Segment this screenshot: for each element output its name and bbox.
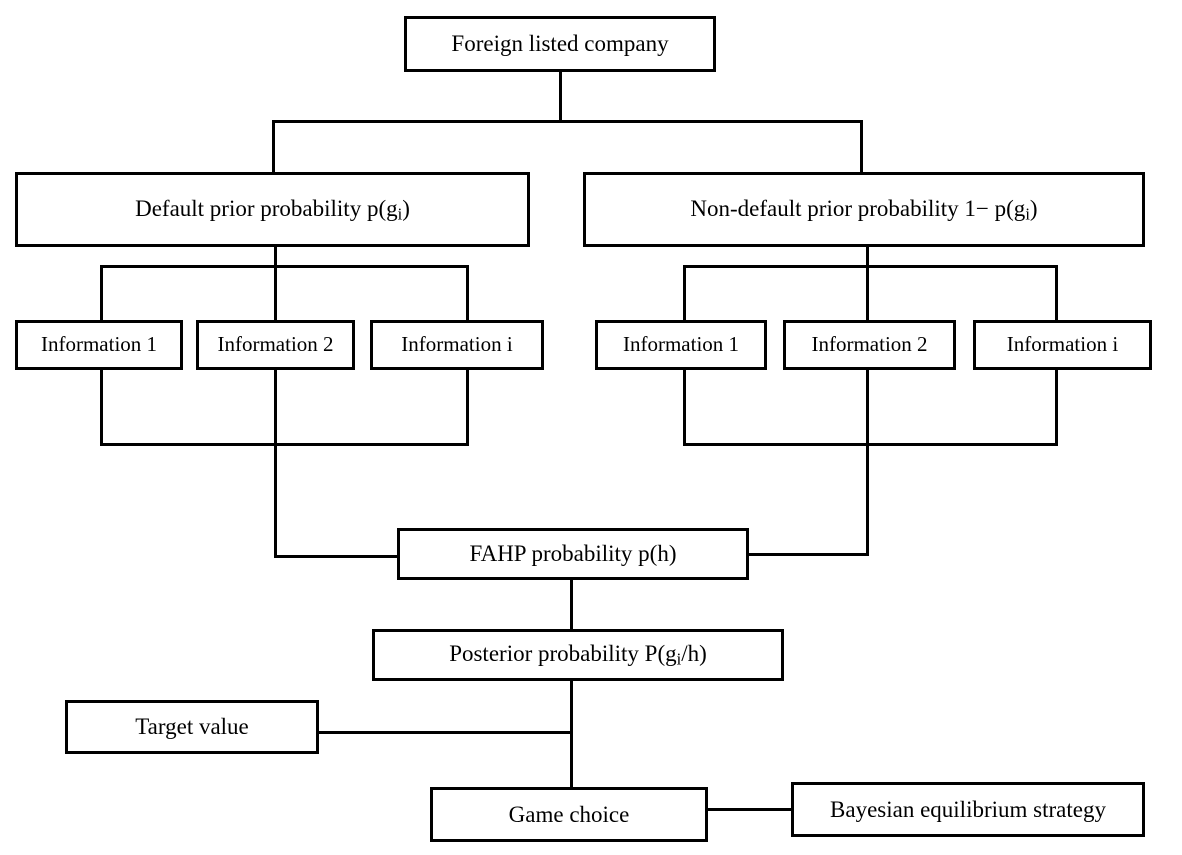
node-target-value-label: Target value xyxy=(135,714,249,740)
connector-nondefault-stem xyxy=(866,245,869,267)
connector-left-info2-down xyxy=(274,369,277,446)
connector-left-merge-bus xyxy=(100,443,469,446)
node-right-information-2[interactable]: Information 2 xyxy=(783,320,956,370)
connector-top-bus xyxy=(272,120,863,123)
node-fahp-probability-label: FAHP probability p(h) xyxy=(469,541,677,567)
node-left-information-i-label: Information i xyxy=(401,332,513,357)
connector-left-bus-to-info1 xyxy=(100,265,103,322)
node-bayesian-equilibrium-strategy-label: Bayesian equilibrium strategy xyxy=(830,796,1106,822)
posterior-subscript: i xyxy=(676,649,682,669)
node-fahp-probability[interactable]: FAHP probability p(h) xyxy=(397,528,749,580)
posterior-text-suffix: /h) xyxy=(681,641,707,667)
connector-bus-to-default xyxy=(272,120,275,175)
connector-fahp-to-posterior xyxy=(570,579,573,631)
node-foreign-listed-company-label: Foreign listed company xyxy=(451,31,669,57)
node-posterior-probability[interactable]: Posterior probability P(gi/h) xyxy=(372,629,784,681)
node-posterior-probability-label: Posterior probability P(gi/h) xyxy=(449,641,707,669)
node-target-value[interactable]: Target value xyxy=(65,700,319,754)
nondefault-prior-subscript: i xyxy=(1025,204,1030,224)
nondefault-prior-text-prefix: Non-default prior probability 1− p(g xyxy=(690,195,1026,221)
connector-target-to-trunk xyxy=(317,731,573,734)
node-right-information-i[interactable]: Information i xyxy=(973,320,1152,370)
connector-posterior-to-game xyxy=(570,679,573,789)
connector-left-bus-to-info3 xyxy=(466,265,469,322)
connector-game-to-bayes xyxy=(705,808,795,811)
node-left-information-2-label: Information 2 xyxy=(217,332,334,357)
node-right-information-1-label: Information 1 xyxy=(622,332,740,357)
node-right-information-1[interactable]: Information 1 xyxy=(595,320,767,370)
default-prior-text-prefix: Default prior probability p(g xyxy=(135,195,398,221)
connector-left-info1-down xyxy=(100,369,103,446)
node-foreign-listed-company[interactable]: Foreign listed company xyxy=(404,16,716,72)
node-left-information-1-label: Information 1 xyxy=(40,332,158,357)
connector-right-bus-to-info3 xyxy=(1055,265,1058,322)
node-nondefault-prior-probability-label: Non-default prior probability 1− p(gi) xyxy=(690,196,1037,224)
connector-right-merge-bus xyxy=(683,443,1058,446)
node-left-information-2[interactable]: Information 2 xyxy=(196,320,355,370)
connector-right-info1-down xyxy=(683,369,686,446)
connector-left-info3-down xyxy=(466,369,469,446)
node-game-choice[interactable]: Game choice xyxy=(430,787,708,842)
connector-bus-to-nondefault xyxy=(860,120,863,175)
default-prior-subscript: i xyxy=(397,204,403,224)
node-left-information-i[interactable]: Information i xyxy=(370,320,544,370)
connector-right-trunk-to-fahp xyxy=(747,553,869,556)
node-default-prior-probability[interactable]: Default prior probability p(gi) xyxy=(15,172,530,247)
connector-left-trunk-to-fahp xyxy=(274,555,400,558)
connector-right-info-bus xyxy=(683,265,1058,268)
connector-right-info2-down xyxy=(866,369,869,446)
nondefault-prior-text-suffix: ) xyxy=(1029,195,1038,221)
connector-left-info-bus xyxy=(100,265,469,268)
node-nondefault-prior-probability[interactable]: Non-default prior probability 1− p(gi) xyxy=(583,172,1145,247)
connector-right-bus-to-info1 xyxy=(683,265,686,322)
connector-default-stem xyxy=(274,245,277,267)
connector-right-bus-to-info2 xyxy=(866,265,869,322)
node-default-prior-probability-label: Default prior probability p(gi) xyxy=(135,196,410,224)
node-left-information-1[interactable]: Information 1 xyxy=(15,320,183,370)
connector-left-bus-to-info2 xyxy=(274,265,277,322)
connector-root-stem xyxy=(559,72,562,122)
connector-right-trunk xyxy=(866,443,869,556)
node-right-information-2-label: Information 2 xyxy=(811,332,928,357)
connector-right-info3-down xyxy=(1055,369,1058,446)
node-game-choice-label: Game choice xyxy=(508,801,630,827)
node-bayesian-equilibrium-strategy[interactable]: Bayesian equilibrium strategy xyxy=(791,782,1145,837)
node-right-information-i-label: Information i xyxy=(1006,332,1119,357)
connector-left-trunk xyxy=(274,443,277,558)
default-prior-text-suffix: ) xyxy=(402,195,410,221)
posterior-text-prefix: Posterior probability P(g xyxy=(449,641,677,667)
